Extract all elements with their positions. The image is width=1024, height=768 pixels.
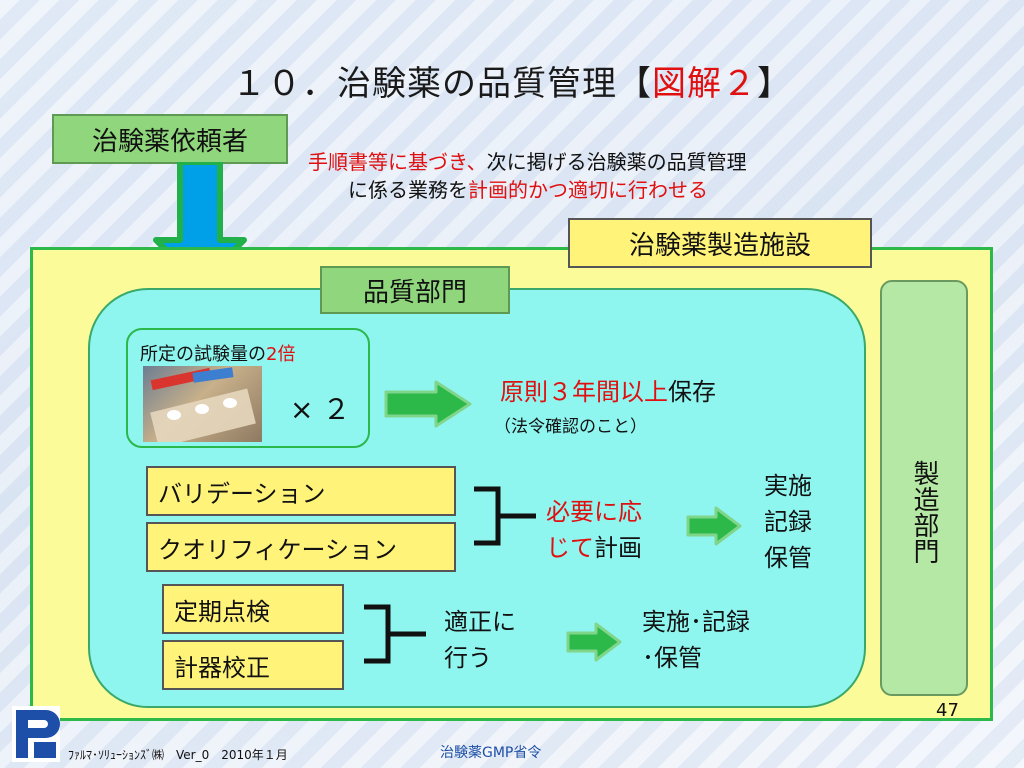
- facility-label: 治験薬製造施設: [568, 218, 872, 268]
- page-number: 47: [936, 700, 959, 721]
- footer-company: ﾌｧﾙﾏ･ｿﾘｭｰｼｮﾝｽﾞ㈱ Ver_0 2010年１月: [68, 748, 288, 762]
- manufacturing-label: 製造部門: [909, 460, 939, 564]
- periodic-inspection-item: 定期点検: [162, 584, 344, 634]
- medicine-photo: [143, 366, 262, 442]
- bracket-icon: [364, 604, 426, 664]
- right-arrow-icon: [686, 506, 742, 546]
- retention-note: （法令確認のこと）: [494, 417, 647, 437]
- right-arrow-icon: [384, 380, 472, 428]
- validation-outcome: 実施 記録 保管: [764, 472, 812, 572]
- qualification-item: クオリフィケーション: [146, 522, 456, 572]
- retention-text: 原則３年間以上保存: [500, 378, 716, 406]
- validation-result: 必要に応 じて計画: [546, 498, 642, 562]
- footer-center: 治験薬GMP省令: [440, 745, 542, 761]
- company-logo-icon: [12, 706, 60, 762]
- calibration-item: 計器校正: [162, 640, 344, 690]
- inspection-result: 適正に 行う: [444, 608, 516, 672]
- page-title: １０．治験薬の品質管理【図解２】: [232, 64, 792, 104]
- sponsor-label: 治験薬依頼者: [52, 114, 288, 164]
- sample-caption: 所定の試験量の2倍: [140, 344, 296, 365]
- sample-group: [126, 328, 370, 448]
- qa-department-label: 品質部門: [320, 266, 510, 314]
- intro-text: 手順書等に基づき、次に掲げる治験薬の品質管理 に係る業務を計画的かつ適切に行わせ…: [308, 150, 747, 202]
- multiplier-text: × ２: [290, 393, 351, 426]
- inspection-outcome: 実施･記録 ･保管: [642, 608, 750, 672]
- bracket-icon: [474, 486, 536, 546]
- manufacturing-department: [880, 280, 968, 696]
- validation-item: バリデーション: [146, 466, 456, 516]
- right-arrow-icon: [566, 622, 622, 662]
